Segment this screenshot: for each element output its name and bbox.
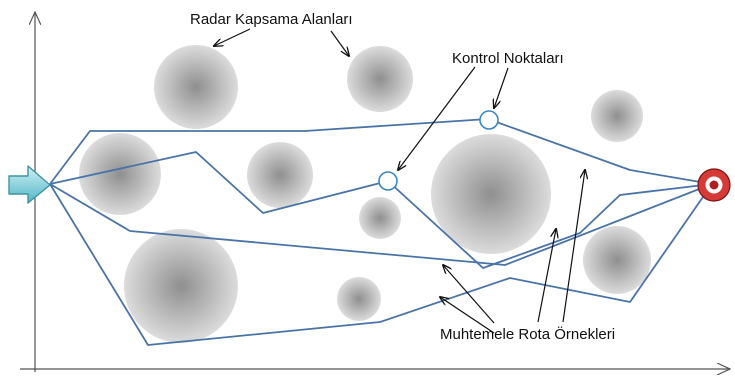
radar-area [431, 134, 551, 254]
route-label-arrow [443, 265, 495, 324]
radar-area [154, 45, 238, 129]
radar-area [79, 133, 161, 215]
control-label-arrow [398, 66, 476, 170]
route-label-arrow [562, 170, 585, 323]
annotation-arrows [214, 28, 585, 334]
radar-area [337, 277, 381, 321]
radar-area [591, 90, 643, 142]
radar-area [247, 142, 313, 208]
radar-area [583, 226, 651, 294]
route-label-arrow [440, 297, 495, 334]
radar-areas-label: Radar Kapsama Alanları [190, 11, 353, 28]
route-line [49, 151, 713, 269]
control-points [378, 110, 499, 191]
possible-routes [49, 118, 713, 346]
route-examples-label: Muhtemele Rota Örnekleri [440, 325, 615, 343]
radar-label-arrow [330, 30, 349, 56]
radar-coverage-areas [79, 45, 651, 343]
radar-label-arrow [214, 28, 251, 46]
control-points-label: Kontrol Noktaları [452, 50, 564, 67]
radar-area [347, 46, 413, 112]
arrow-right-icon [8, 165, 51, 204]
circle-marker-icon [378, 171, 398, 191]
radar-area [124, 229, 238, 343]
route-line [49, 118, 713, 185]
target-icon [697, 168, 731, 202]
radar-area [359, 197, 401, 239]
route-line [49, 183, 713, 266]
control-label-arrow [494, 67, 509, 108]
route-label-arrow [537, 229, 556, 323]
circle-marker-icon [479, 110, 499, 130]
